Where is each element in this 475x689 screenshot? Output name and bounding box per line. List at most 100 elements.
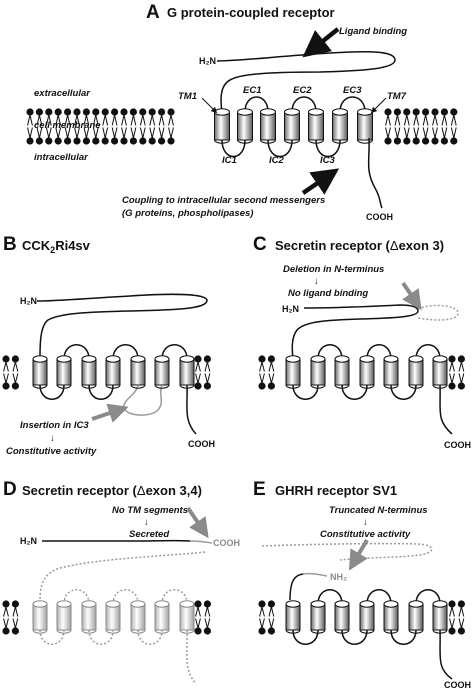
transmembrane-helix	[214, 111, 230, 141]
helix-top	[154, 600, 170, 608]
transmembrane-helix	[154, 603, 170, 631]
no-tm-label: No TM segments	[112, 505, 188, 516]
transmembrane-helix	[56, 358, 72, 386]
lipid-head	[111, 137, 119, 145]
lipid-head	[384, 108, 392, 116]
lipid-head	[258, 355, 266, 363]
helix-bottom	[32, 629, 48, 634]
lipid-tail	[259, 361, 265, 372]
helices-b	[32, 355, 195, 389]
panel-d: D Secretin receptor (Δexon 3,4) No TM se…	[2, 479, 240, 685]
transmembrane-helix	[359, 358, 375, 386]
helix-top	[56, 355, 72, 363]
lipid-tail	[158, 127, 165, 139]
lipid-tail	[441, 114, 448, 126]
lipid-tail	[168, 127, 174, 139]
tm7-label: TM7	[387, 91, 407, 102]
lipid-tail	[74, 127, 80, 139]
cooh-label-b: COOH	[188, 439, 215, 449]
lipid-head	[258, 627, 266, 635]
loops-e	[292, 589, 441, 645]
transmembrane-helix	[105, 358, 121, 386]
lipid-tail	[259, 606, 265, 617]
n-terminus-a	[216, 50, 396, 113]
lipid-tail	[168, 114, 174, 126]
transmembrane-helix	[334, 358, 350, 386]
lipid-tail	[268, 361, 275, 372]
lipid-head	[92, 137, 100, 145]
lipid-tail	[139, 127, 146, 139]
helix-top	[154, 355, 170, 363]
transmembrane-helix	[357, 111, 373, 141]
deleted-segment-c	[417, 304, 459, 321]
lipid-tail	[130, 114, 137, 126]
transmembrane-helix	[432, 603, 448, 631]
helix-top	[383, 600, 399, 608]
lipid-tail	[55, 114, 62, 126]
lipid-tail	[259, 373, 265, 384]
extracellular-loop	[366, 589, 392, 605]
helix-top	[260, 108, 276, 116]
helix-bottom	[214, 139, 230, 144]
transmembrane-helix	[310, 603, 326, 631]
transmembrane-helix	[284, 111, 300, 141]
lipid-tail	[158, 114, 165, 126]
transmembrane-helix	[32, 603, 48, 631]
lipid-head	[448, 627, 456, 635]
coupling-label-2: (G proteins, phospholipases)	[122, 208, 253, 219]
tm1-pointer	[201, 97, 218, 114]
lipid-head	[267, 600, 275, 608]
extracellular-loop	[317, 589, 343, 605]
secreted-fragment-d-gray	[189, 540, 213, 544]
lipid-tail	[432, 114, 438, 126]
insertion-down-arrow: ↓	[50, 433, 55, 444]
helix-bottom	[237, 139, 253, 144]
helix-top	[334, 355, 350, 363]
lipid-tail	[121, 114, 127, 126]
extracellular-loop	[161, 589, 188, 605]
transmembrane-helix	[81, 603, 97, 631]
lipid-head	[457, 355, 465, 363]
helix-top	[332, 108, 348, 116]
lipid-head	[457, 600, 465, 608]
lipid-tail	[268, 373, 275, 384]
lipid-head	[457, 627, 465, 635]
lipid-tail	[3, 618, 9, 629]
lipid-head	[412, 108, 420, 116]
transmembrane-helix	[432, 358, 448, 386]
helix-bottom	[334, 384, 350, 389]
intracellular-loop	[39, 384, 65, 400]
lipid-head	[54, 137, 62, 145]
lipid-head	[148, 108, 156, 116]
lipid-head	[64, 108, 72, 116]
transmembrane-helix	[154, 358, 170, 386]
n-terminus-c	[291, 304, 419, 359]
helix-bottom	[56, 629, 72, 634]
lipid-tail	[27, 127, 33, 139]
intracellular-loop	[137, 629, 163, 645]
lipid-head	[82, 108, 90, 116]
helix-bottom	[130, 384, 146, 389]
lipid-tail	[83, 127, 90, 139]
lipid-head	[139, 137, 147, 145]
lipid-tail	[121, 127, 127, 139]
tm1-label: TM1	[178, 91, 197, 102]
intracellular-loop	[221, 139, 246, 158]
lipid-head	[2, 382, 10, 390]
helix-bottom	[32, 384, 48, 389]
intracellular-loop	[341, 384, 368, 400]
lipid-tail	[394, 114, 401, 126]
lipid-tail	[403, 114, 410, 126]
lipid-tail	[195, 618, 201, 629]
constitutive-label-e: Constitutive activity	[320, 529, 411, 540]
membrane-d-right	[194, 600, 211, 635]
intracellular-loop	[390, 629, 417, 645]
lipid-head	[11, 355, 19, 363]
lipid-tail	[422, 114, 429, 126]
transmembrane-helix	[408, 358, 424, 386]
transmembrane-helix	[332, 111, 348, 141]
lipid-head	[11, 600, 19, 608]
lipid-head	[194, 382, 202, 390]
helix-top	[81, 355, 97, 363]
lipid-head	[422, 108, 430, 116]
